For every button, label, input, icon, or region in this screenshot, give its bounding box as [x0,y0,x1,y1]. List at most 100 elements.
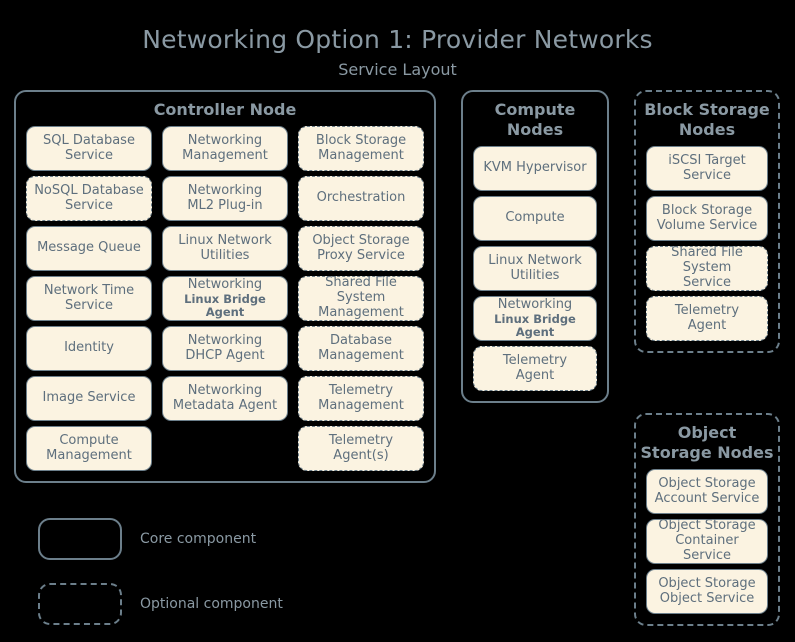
service-box-label-line2: Service [682,167,732,183]
service-box-label-line2: ML2 Plug-in [187,197,263,213]
legend-optional-label: Optional component [140,596,283,612]
service-box-label-line1: Identity [64,340,114,356]
service-box-label-line2: Agent [515,367,555,383]
service-box-label-line2: Agent(s) [333,447,389,463]
service-box-label-line1: Telemetry [328,382,394,398]
service-box-label-line2: Service [64,147,114,163]
service-box-label-line2: Management [318,147,404,163]
compute-nodes-title-line1: Compute [494,100,576,119]
service-box-label-line1: Telemetry [502,352,568,368]
service-box-label-line2: Object Service [659,590,755,606]
service-box-label-line2: Proxy Service [317,247,405,263]
service-box-label-line1: Networking [187,276,263,292]
service-box-label-line1: Object Storage [312,232,410,248]
service-box-label-line1: Compute [59,432,119,448]
block-storage-nodes-title: Block Storage Nodes [636,92,778,146]
service-box[interactable]: Message Queue [26,226,152,271]
service-box-label-line2: Linux Bridge Agent [184,291,266,319]
service-box-label-line2: Management [318,397,404,413]
legend-optional-swatch [38,583,122,625]
page-title: Networking Option 1: Provider Networks [142,25,653,54]
service-box-label-line2: Service [64,197,114,213]
service-box-label-line2: Linux Bridge Agent [494,311,576,339]
service-box-label-line2: Service [64,297,114,313]
service-box-label-line1: Networking [187,332,263,348]
service-box[interactable]: KVM Hypervisor [473,146,597,191]
service-box-label-line2: Container Service [675,533,739,563]
service-box-label-line1: Block Storage [315,132,407,148]
service-box-label-line1: Telemetry [328,432,394,448]
service-box[interactable]: Orchestration [298,176,424,221]
service-box-label-line1: Message Queue [37,240,141,256]
legend-core-label: Core component [140,531,257,547]
service-box-label-line1: KVM Hypervisor [483,160,587,176]
service-box-label-line2: Account Service [654,490,760,506]
service-box-label-line1: Networking [187,182,263,198]
service-box-label-line1: Block Storage [661,202,753,218]
service-box[interactable]: Image Service [26,376,152,421]
service-box-label-line2: Volume Service [656,217,758,233]
service-box[interactable]: Compute [473,196,597,241]
service-box-label-line2: Metadata Agent [172,397,278,413]
service-box-label-line1: NoSQL Database [34,182,144,198]
service-box-label-line1: Database [329,332,393,348]
service-box-label-line1: Telemetry [674,302,740,318]
service-box-label-line2: Agent [687,317,727,333]
service-box-label-line1: Networking [187,132,263,148]
service-box-label-line2: Management [46,447,132,463]
service-box-label-line1: Object Storage [658,518,756,534]
service-box-label-line1: Object Storage [658,575,756,591]
compute-nodes-title-line2: Nodes [506,120,564,139]
legend-optional: Optional component [38,583,283,625]
service-box-label-line1: Image Service [42,390,136,406]
service-box-label-line1: SQL Database [43,132,135,148]
service-box-label-line1: Linux Network [178,232,272,248]
service-box-label-line2: Utilities [510,267,560,283]
object-storage-nodes-title: Object Storage Nodes [636,415,778,469]
compute-nodes-title: Compute Nodes [463,92,607,146]
service-box[interactable]: Identity [26,326,152,371]
service-box-label-line1: iSCSI Target [668,152,746,168]
object-storage-title-line2: Storage Nodes [640,443,774,462]
service-box-label-line2: DHCP Agent [185,347,265,363]
legend-core: Core component [38,518,256,560]
service-box-label-line2: Management [182,147,268,163]
